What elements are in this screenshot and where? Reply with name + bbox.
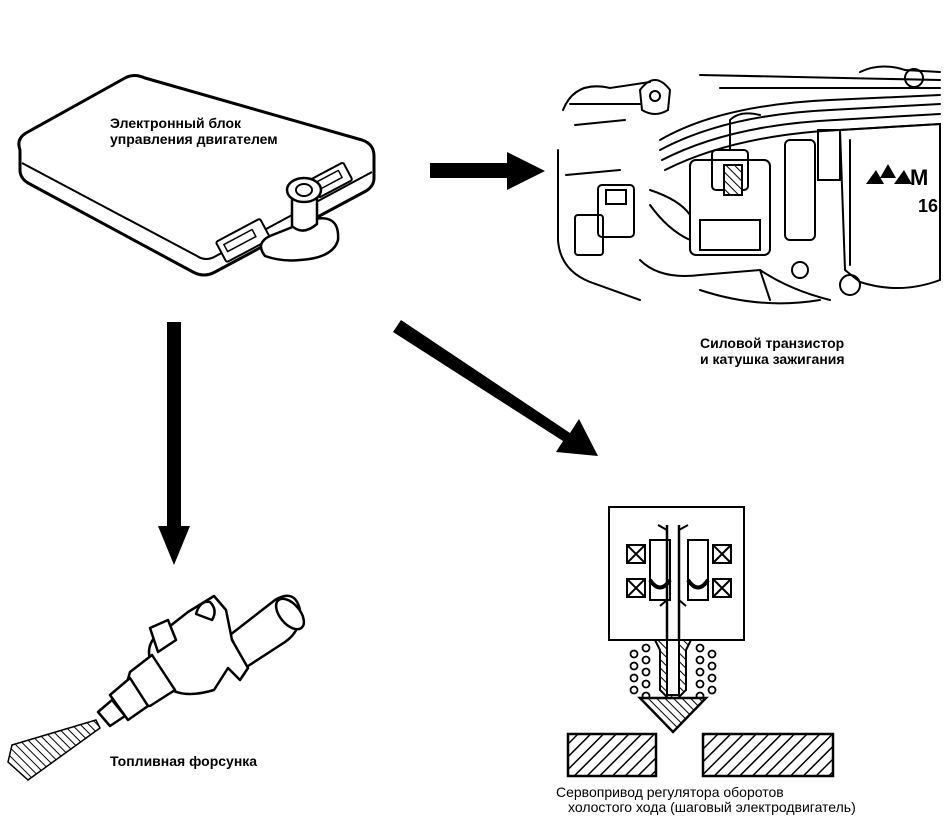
injector-label-text: Топливная форсунка	[110, 753, 258, 769]
coil-windings	[626, 544, 732, 598]
idle-servo-label: Сервопривод регулятора оборотов холостог…	[556, 785, 856, 815]
engine-brand-letters: M	[910, 165, 928, 190]
ignition-label-line-1: Силовой транзистор	[700, 335, 845, 351]
fuel-spray	[7, 719, 101, 781]
arrow-to-injector	[158, 322, 190, 565]
ecu-label: Электронный блок управления двигателем	[110, 115, 278, 147]
ecu-label-line-2: управления двигателем	[110, 131, 278, 147]
arrow-to-ignition	[430, 152, 545, 190]
injector-label: Топливная форсунка	[110, 753, 257, 769]
ignition-label-line-2: и катушка зажигания	[700, 351, 845, 367]
ecu-unit	[17, 74, 376, 277]
engine-number: 16	[918, 196, 938, 216]
engine-bay-illustration	[557, 65, 941, 305]
idle-servo-label-line-1: Сервопривод регулятора оборотов	[556, 784, 784, 800]
arrow-to-idle-servo	[393, 320, 598, 456]
idle-servo	[566, 506, 835, 778]
ecu-label-line-1: Электронный блок	[110, 115, 242, 131]
ignition-label: Силовой транзистор и катушка зажигания	[700, 335, 845, 367]
fuel-injector	[96, 594, 306, 728]
idle-servo-label-line-2: холостого хода (шаговый электродвигатель…	[568, 799, 856, 815]
